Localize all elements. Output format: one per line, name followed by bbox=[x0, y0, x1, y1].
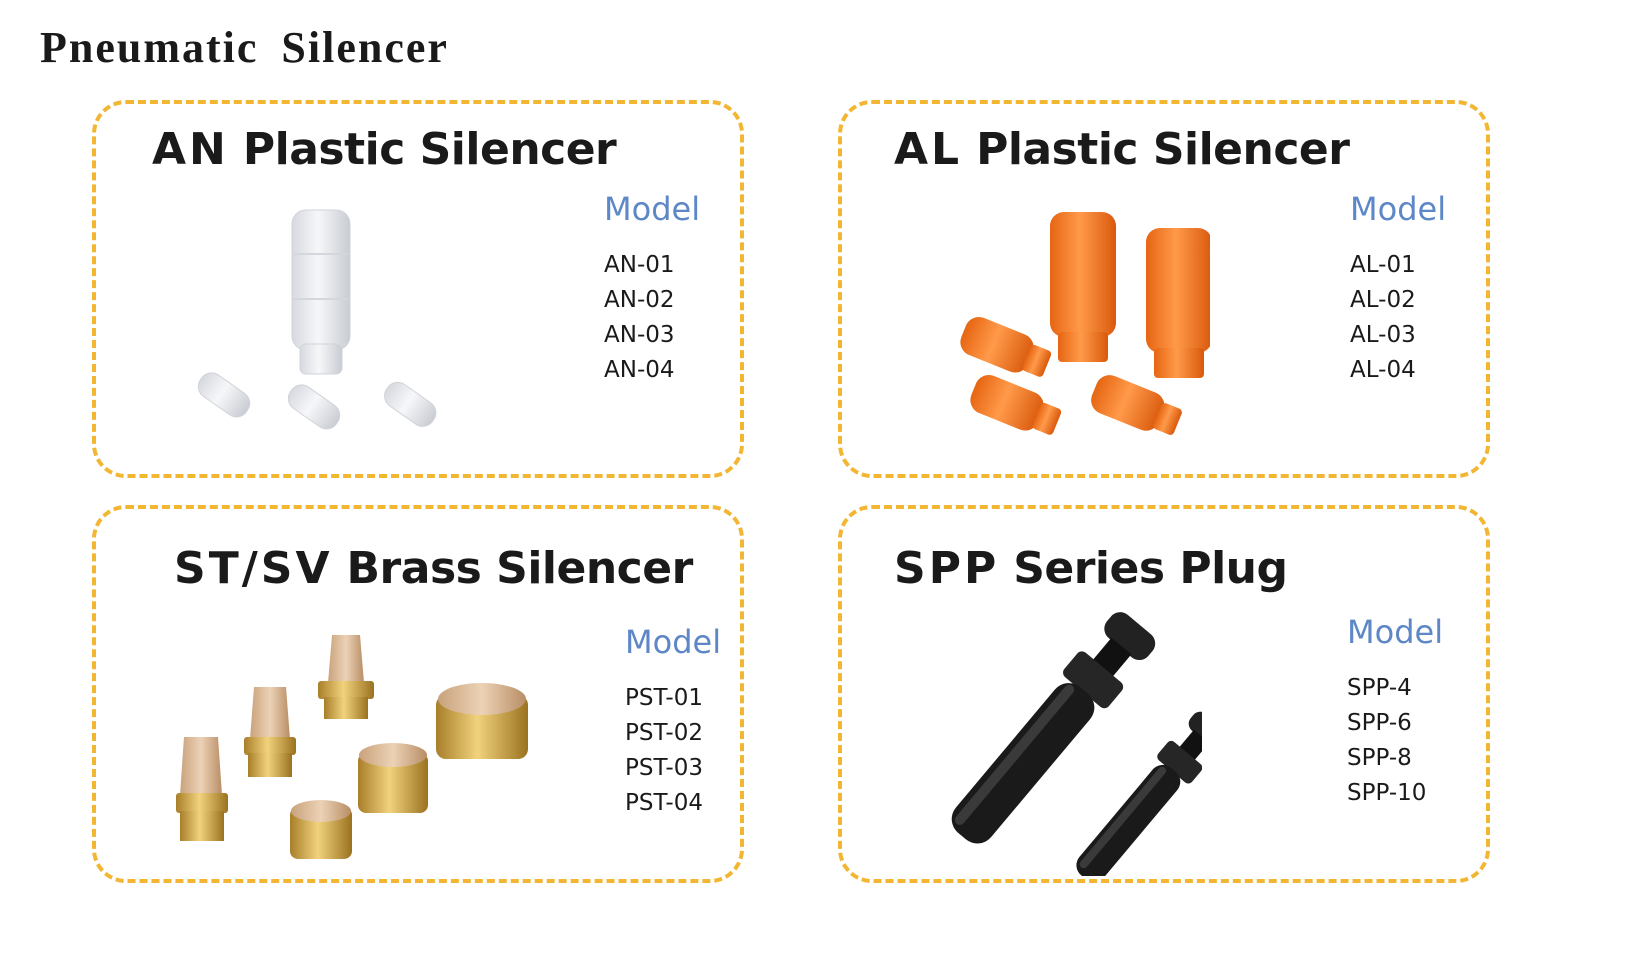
product-panel-st-sv: ST/SV Brass Silencer Model PST-01 PST-02 … bbox=[92, 505, 744, 883]
model-item: PST-01 bbox=[625, 685, 703, 711]
model-list: AN-01 AN-02 AN-03 AN-04 bbox=[604, 248, 675, 388]
product-panel-an: AN Plastic Silencer Model AN-01 AN-02 AN-… bbox=[92, 100, 744, 478]
product-code: AL bbox=[894, 124, 963, 175]
panel-title: SPP Series Plug bbox=[894, 543, 1288, 594]
model-item: SPP-4 bbox=[1347, 675, 1412, 701]
model-list: PST-01 PST-02 PST-03 PST-04 bbox=[625, 681, 703, 821]
model-item: SPP-10 bbox=[1347, 780, 1427, 806]
panel-title: AN Plastic Silencer bbox=[152, 124, 617, 175]
model-heading: Model bbox=[625, 623, 722, 661]
model-item: AN-04 bbox=[604, 357, 675, 383]
brass-silencer-image bbox=[176, 635, 528, 859]
model-item: AL-02 bbox=[1350, 287, 1416, 313]
product-code: ST/SV bbox=[174, 543, 333, 594]
spp-plug-image bbox=[951, 612, 1202, 876]
panel-title: AL Plastic Silencer bbox=[894, 124, 1350, 175]
model-heading: Model bbox=[604, 190, 701, 228]
model-item: SPP-6 bbox=[1347, 710, 1412, 736]
model-item: PST-04 bbox=[625, 790, 703, 816]
model-item: AN-03 bbox=[604, 322, 675, 348]
product-name: Plastic Silencer bbox=[242, 124, 617, 175]
model-heading: Model bbox=[1350, 190, 1447, 228]
product-panel-al: AL Plastic Silencer Model AL-01 AL-02 AL-… bbox=[838, 100, 1490, 478]
product-code: SPP bbox=[894, 543, 1000, 594]
product-name: Series Plug bbox=[1013, 543, 1288, 594]
page-title: Pneumatic Silencer bbox=[40, 23, 449, 72]
model-item: AL-03 bbox=[1350, 322, 1416, 348]
model-item: AL-04 bbox=[1350, 357, 1416, 383]
product-code: AN bbox=[152, 124, 229, 175]
product-name: Plastic Silencer bbox=[976, 124, 1350, 175]
model-list: AL-01 AL-02 AL-03 AL-04 bbox=[1350, 248, 1416, 388]
model-item: AN-01 bbox=[604, 252, 675, 278]
product-name: Brass Silencer bbox=[346, 543, 694, 594]
an-silencer-image bbox=[197, 209, 437, 430]
model-item: AN-02 bbox=[604, 287, 675, 313]
model-item: SPP-8 bbox=[1347, 745, 1412, 771]
al-silencer-image bbox=[960, 212, 1210, 435]
model-item: AL-01 bbox=[1350, 252, 1416, 278]
model-list: SPP-4 SPP-6 SPP-8 SPP-10 bbox=[1347, 671, 1426, 811]
model-item: PST-02 bbox=[625, 720, 703, 746]
model-item: PST-03 bbox=[625, 755, 703, 781]
product-panel-spp: SPP Series Plug Model SPP-4 SPP-6 SPP-8 S… bbox=[838, 505, 1490, 883]
panel-title: ST/SV Brass Silencer bbox=[174, 543, 693, 594]
model-heading: Model bbox=[1347, 613, 1444, 651]
